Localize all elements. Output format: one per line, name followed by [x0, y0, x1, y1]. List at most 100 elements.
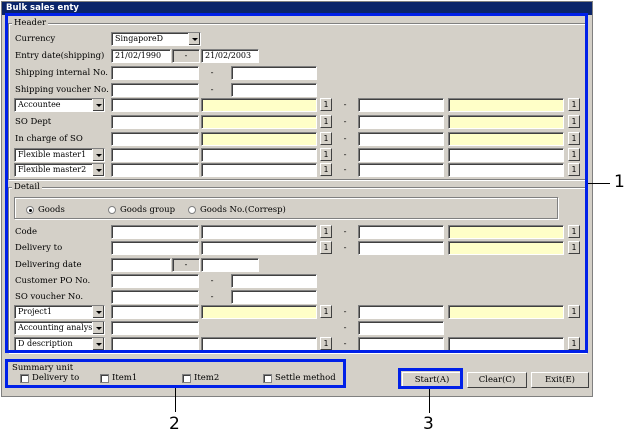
- project1-to-lookup-button[interactable]: 1: [568, 305, 580, 318]
- shipping-internal-no-to[interactable]: [231, 66, 317, 80]
- code-name-from[interactable]: [201, 225, 317, 239]
- callout-1-number: 1: [614, 172, 625, 192]
- currency-select[interactable]: SingaporeD: [111, 32, 201, 46]
- item2-checkbox[interactable]: [182, 374, 191, 383]
- accounting-analysis-select[interactable]: Accounting analysis cc: [14, 321, 105, 335]
- chevron-down-icon[interactable]: [92, 164, 104, 176]
- flexible-master2-name-from[interactable]: [201, 163, 317, 177]
- so-dept-from-lookup-button[interactable]: 1: [320, 115, 332, 128]
- code-name-to[interactable]: [448, 225, 564, 239]
- goods-group-radio[interactable]: [108, 206, 116, 214]
- exit-button[interactable]: Exit(E): [531, 372, 589, 388]
- chevron-down-icon[interactable]: [92, 322, 104, 334]
- chevron-down-icon[interactable]: [92, 338, 104, 350]
- flexible-master1-select[interactable]: Flexible master1: [14, 148, 105, 162]
- goods-no-corresp-radio[interactable]: [188, 206, 196, 214]
- goods-no-corresp-radio-label[interactable]: Goods No.(Corresp): [200, 205, 286, 215]
- project1-code-to[interactable]: [358, 305, 444, 319]
- chevron-down-icon[interactable]: [188, 33, 200, 45]
- entry-date-label: Entry date(shipping): [15, 51, 105, 61]
- chevron-down-icon[interactable]: [92, 149, 104, 161]
- entry-date-from-input[interactable]: 21/02/1990: [111, 49, 171, 63]
- accountee-code-to[interactable]: [358, 98, 444, 112]
- so-dept-name-from[interactable]: [201, 115, 317, 129]
- flexible-master2-select[interactable]: Flexible master2: [14, 163, 105, 177]
- flexible-master2-name-to[interactable]: [448, 163, 564, 177]
- flexible-master2-code-to[interactable]: [358, 163, 444, 177]
- accountee-code-from[interactable]: [111, 98, 199, 112]
- so-voucher-no-to[interactable]: [231, 290, 317, 304]
- flexible-master2-code-from[interactable]: [111, 163, 199, 177]
- accountee-name-to[interactable]: [448, 98, 564, 112]
- flexible-master2-to-lookup-button[interactable]: 1: [568, 163, 580, 176]
- code-from-lookup-button[interactable]: 1: [320, 225, 332, 238]
- d-description-from-lookup-button[interactable]: 1: [320, 337, 332, 350]
- so-dept-code-from[interactable]: [111, 115, 199, 129]
- customer-po-no-to[interactable]: [231, 274, 317, 288]
- code-to-lookup-button[interactable]: 1: [568, 225, 580, 238]
- goods-group-radio-label[interactable]: Goods group: [120, 205, 176, 215]
- delivering-date-from[interactable]: [111, 258, 171, 272]
- chevron-down-icon[interactable]: [92, 306, 104, 318]
- in-charge-to-lookup-button[interactable]: 1: [568, 132, 580, 145]
- accountee-from-lookup-button[interactable]: 1: [320, 98, 332, 111]
- accounting-analysis-from[interactable]: [111, 321, 199, 335]
- project1-select[interactable]: Project1: [14, 305, 105, 319]
- shipping-internal-no-from[interactable]: [111, 66, 199, 80]
- d-description-to-lookup-button[interactable]: 1: [568, 337, 580, 350]
- flexible-master2-from-lookup-button[interactable]: 1: [320, 163, 332, 176]
- project1-code-from[interactable]: [111, 305, 199, 319]
- so-dept-to-lookup-button[interactable]: 1: [568, 115, 580, 128]
- in-charge-name-from[interactable]: [201, 132, 317, 146]
- shipping-voucher-no-from[interactable]: [111, 83, 199, 97]
- item2-checkbox-label[interactable]: Item2: [194, 373, 220, 383]
- so-voucher-no-from[interactable]: [111, 290, 199, 304]
- currency-label: Currency: [15, 34, 56, 44]
- item1-checkbox[interactable]: [100, 374, 109, 383]
- settle-method-checkbox-label[interactable]: Settle method: [275, 373, 336, 383]
- accountee-select[interactable]: Accountee: [14, 98, 105, 112]
- entry-date-to-input[interactable]: 21/02/2003: [201, 49, 259, 63]
- project1-name-from[interactable]: [201, 305, 317, 319]
- goods-radio[interactable]: [26, 206, 34, 214]
- accountee-name-from[interactable]: [201, 98, 317, 112]
- delivery-to-to-lookup-button[interactable]: 1: [568, 241, 580, 254]
- delivery-to-checkbox-label[interactable]: Delivery to: [32, 373, 80, 383]
- currency-value: SingaporeD: [115, 34, 163, 43]
- in-charge-code-from[interactable]: [111, 132, 199, 146]
- d-description-select-label: D description: [18, 339, 73, 348]
- in-charge-from-lookup-button[interactable]: 1: [320, 132, 332, 145]
- customer-po-no-from[interactable]: [111, 274, 199, 288]
- delivering-date-to[interactable]: [201, 258, 259, 272]
- project1-name-to[interactable]: [448, 305, 564, 319]
- so-dept-name-to[interactable]: [448, 115, 564, 129]
- flexible-master1-to-lookup-button[interactable]: 1: [568, 148, 580, 161]
- delivery-to-checkbox[interactable]: [20, 374, 29, 383]
- flexible-master1-from-lookup-button[interactable]: 1: [320, 148, 332, 161]
- shipping-voucher-no-to[interactable]: [231, 83, 317, 97]
- goods-radio-label[interactable]: Goods: [38, 205, 65, 215]
- code-to[interactable]: [358, 225, 444, 239]
- flexible-master1-name-from[interactable]: [201, 148, 317, 162]
- delivery-to-name-from[interactable]: [201, 241, 317, 255]
- flexible-master1-name-to[interactable]: [448, 148, 564, 162]
- flexible-master1-code-from[interactable]: [111, 148, 199, 162]
- delivery-to-to[interactable]: [358, 241, 444, 255]
- delivery-to-name-to[interactable]: [448, 241, 564, 255]
- in-charge-name-to[interactable]: [448, 132, 564, 146]
- project1-select-label: Project1: [18, 307, 53, 316]
- chevron-down-icon[interactable]: [92, 99, 104, 111]
- so-dept-code-to[interactable]: [358, 115, 444, 129]
- in-charge-code-to[interactable]: [358, 132, 444, 146]
- dash: -: [343, 100, 347, 110]
- flexible-master1-code-to[interactable]: [358, 148, 444, 162]
- settle-method-checkbox[interactable]: [263, 374, 272, 383]
- code-from[interactable]: [111, 225, 199, 239]
- delivery-to-from-lookup-button[interactable]: 1: [320, 241, 332, 254]
- delivery-to-from[interactable]: [111, 241, 199, 255]
- project1-from-lookup-button[interactable]: 1: [320, 305, 332, 318]
- accountee-to-lookup-button[interactable]: 1: [568, 98, 580, 111]
- clear-button[interactable]: Clear(C): [467, 372, 527, 388]
- accounting-analysis-to[interactable]: [358, 321, 444, 335]
- item1-checkbox-label[interactable]: Item1: [112, 373, 138, 383]
